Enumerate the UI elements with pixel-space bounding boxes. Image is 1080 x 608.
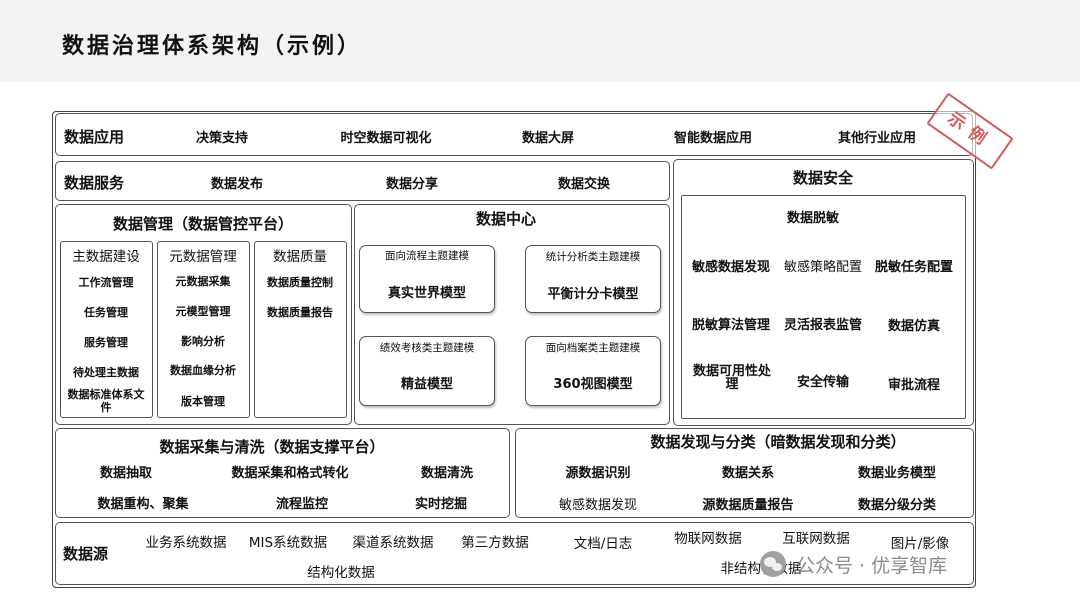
model-box: [525, 245, 661, 313]
discovery-item: 源数据质量报告: [702, 498, 794, 513]
unstructured-source: 物联网数据: [674, 531, 742, 547]
security-item: 脱敏任务配置: [874, 260, 954, 275]
service-layer: [55, 161, 670, 201]
discovery-title: 数据发现与分类（暗数据发现和分类）: [650, 433, 906, 451]
management-column-header: 数据质量: [273, 249, 327, 265]
architecture-frame: [52, 111, 976, 588]
app-item: 决策支持: [195, 131, 249, 146]
model-box: [359, 336, 495, 406]
discovery-item: 数据业务模型: [857, 466, 937, 481]
collection-item: 数据抽取: [99, 466, 153, 481]
app-item: 时空数据可视化: [340, 131, 432, 146]
discovery-item: 敏感数据发现: [558, 498, 638, 513]
security-item: 敏感数据发现: [691, 260, 771, 275]
structured-source: 业务系统数据: [145, 535, 227, 551]
management-item: 数据血缘分析: [170, 364, 236, 377]
structured-label: 结构化数据: [307, 565, 375, 581]
security-item: 脱敏算法管理: [691, 318, 771, 333]
management-item: 元模型管理: [175, 305, 231, 318]
watermark: 公众号 · 优享智库: [760, 551, 947, 577]
sources-panel: [55, 522, 974, 585]
app-item: 数据大屏: [521, 131, 575, 146]
masking-box: [681, 195, 966, 419]
model-header: 面向流程主题建模: [385, 250, 469, 262]
unstructured-source: 互联网数据: [782, 531, 850, 547]
structured-source: 渠道系统数据: [352, 535, 434, 551]
collection-item: 数据采集和格式转化: [231, 466, 349, 481]
model-header: 统计分析类主题建模: [545, 251, 641, 263]
management-item: 版本管理: [181, 395, 225, 408]
management-title: 数据管理（数据管控平台）: [112, 215, 294, 233]
service-item: 数据交换: [557, 177, 611, 192]
management-column: [157, 241, 250, 418]
management-item: 数据质量报告: [267, 306, 333, 319]
masking-title: 数据脱敏: [786, 211, 840, 226]
model-header: 面向档案类主题建模: [545, 342, 641, 354]
page-title: 数据治理体系架构（示例）: [62, 34, 363, 59]
app-layer: [55, 113, 973, 156]
structured-source: MIS系统数据: [248, 535, 328, 551]
discovery-item: 源数据识别: [565, 466, 631, 481]
collection-title: 数据采集与清洗（数据支撑平台）: [159, 438, 385, 456]
data-center-title: 数据中心: [475, 210, 537, 228]
collection-item: 流程监控: [275, 497, 329, 512]
collection-item: 数据清洗: [420, 466, 474, 481]
model-body: 真实世界模型: [387, 286, 467, 301]
management-item: 工作流管理: [78, 276, 134, 289]
security-item: 数据可用性处理: [692, 364, 771, 392]
management-item: 数据质量控制: [267, 276, 333, 289]
management-item: 影响分析: [181, 335, 225, 348]
service-item: 数据发布: [210, 177, 264, 192]
collection-item: 实时挖掘: [414, 497, 468, 512]
security-item: 安全传输: [796, 375, 850, 390]
discovery-item: 数据关系: [721, 466, 775, 481]
security-item: 灵活报表监管: [783, 318, 863, 333]
collection-item: 数据重构、聚集: [97, 497, 189, 512]
wechat-icon: [760, 551, 786, 577]
app-layer-label: 数据应用: [64, 128, 125, 146]
management-column: [254, 241, 347, 418]
management-item: 元数据采集: [175, 275, 231, 288]
discovery-panel: [515, 428, 974, 518]
discovery-item: 数据分级分类: [857, 498, 937, 513]
app-item: 其他行业应用: [837, 131, 917, 146]
management-item: 待处理主数据: [73, 366, 139, 379]
model-body: 精益模型: [400, 377, 454, 392]
service-layer-label: 数据服务: [64, 174, 125, 192]
management-item: 数据标准体系文件: [67, 388, 145, 414]
collection-panel: [55, 428, 510, 518]
header-bar: 数据治理体系架构（示例）: [0, 0, 1080, 82]
security-item: 数据仿真: [887, 319, 941, 334]
sources-label: 数据源: [63, 545, 109, 563]
unstructured-source: 图片/影像: [890, 536, 950, 552]
model-body: 360视图模型: [553, 377, 633, 392]
management-item: 任务管理: [84, 306, 128, 319]
service-item: 数据分享: [385, 177, 439, 192]
structured-source: 第三方数据: [461, 535, 529, 551]
management-column-header: 主数据建设: [72, 249, 140, 265]
model-body: 平衡计分卡模型: [547, 287, 639, 302]
security-title: 数据安全: [792, 169, 854, 187]
model-header: 绩效考核类主题建模: [379, 342, 475, 354]
watermark-text: 公众号 · 优享智库: [796, 554, 948, 577]
management-item: 服务管理: [84, 336, 128, 349]
app-item: 智能数据应用: [673, 131, 753, 146]
model-box: [359, 245, 495, 313]
unstructured-source: 文档/日志: [573, 536, 633, 552]
management-column-header: 元数据管理: [169, 249, 237, 265]
management-column: [60, 241, 153, 418]
security-item: 敏感策略配置: [783, 260, 863, 275]
model-box: [525, 336, 661, 406]
security-item: 审批流程: [887, 378, 941, 393]
